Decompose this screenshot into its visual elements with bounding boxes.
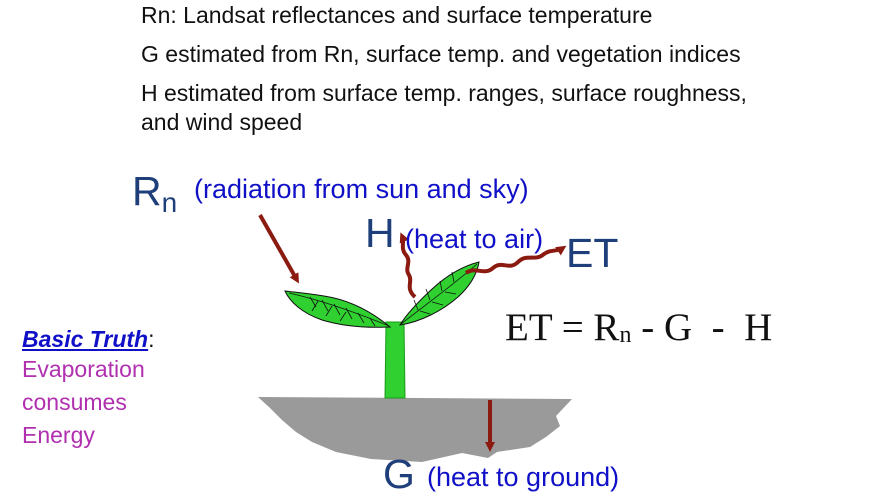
h-symbol: H (365, 210, 395, 256)
h-arrow (399, 232, 417, 299)
g-symbol: G (383, 451, 415, 497)
rn-arrow (258, 214, 299, 284)
rn-symbol: Rn (132, 168, 178, 219)
bullet-rn: Rn: Landsat reflectances and surface tem… (141, 2, 653, 28)
et-symbol: ET (566, 230, 619, 276)
basic-truth-heading: Basic Truth (22, 326, 149, 352)
bullet-g: G estimated from Rn, surface temp. and v… (141, 41, 741, 67)
ground-shape (258, 397, 572, 462)
basic-truth-line: Energy (22, 422, 95, 448)
energy-balance-equation: ET = Rn - G - H (505, 306, 773, 349)
left-leaf (284, 290, 392, 328)
left-leaf-veins (288, 292, 390, 327)
et-arrow (464, 245, 567, 275)
rn-description: (radiation from sun and sky) (194, 174, 529, 204)
basic-truth-line: consumes (22, 389, 127, 415)
plant-stem (384, 321, 406, 399)
basic-truth-colon: : (148, 326, 155, 352)
basic-truth-line: Evaporation (22, 356, 145, 382)
g-description: (heat to ground) (427, 462, 620, 492)
basic-truth-note: Basic Truth: Evaporation consumes Energy (22, 325, 155, 452)
bullet-h: H estimated from surface temp. ranges, s… (141, 80, 747, 135)
h-description: (heat to air) (405, 224, 544, 254)
